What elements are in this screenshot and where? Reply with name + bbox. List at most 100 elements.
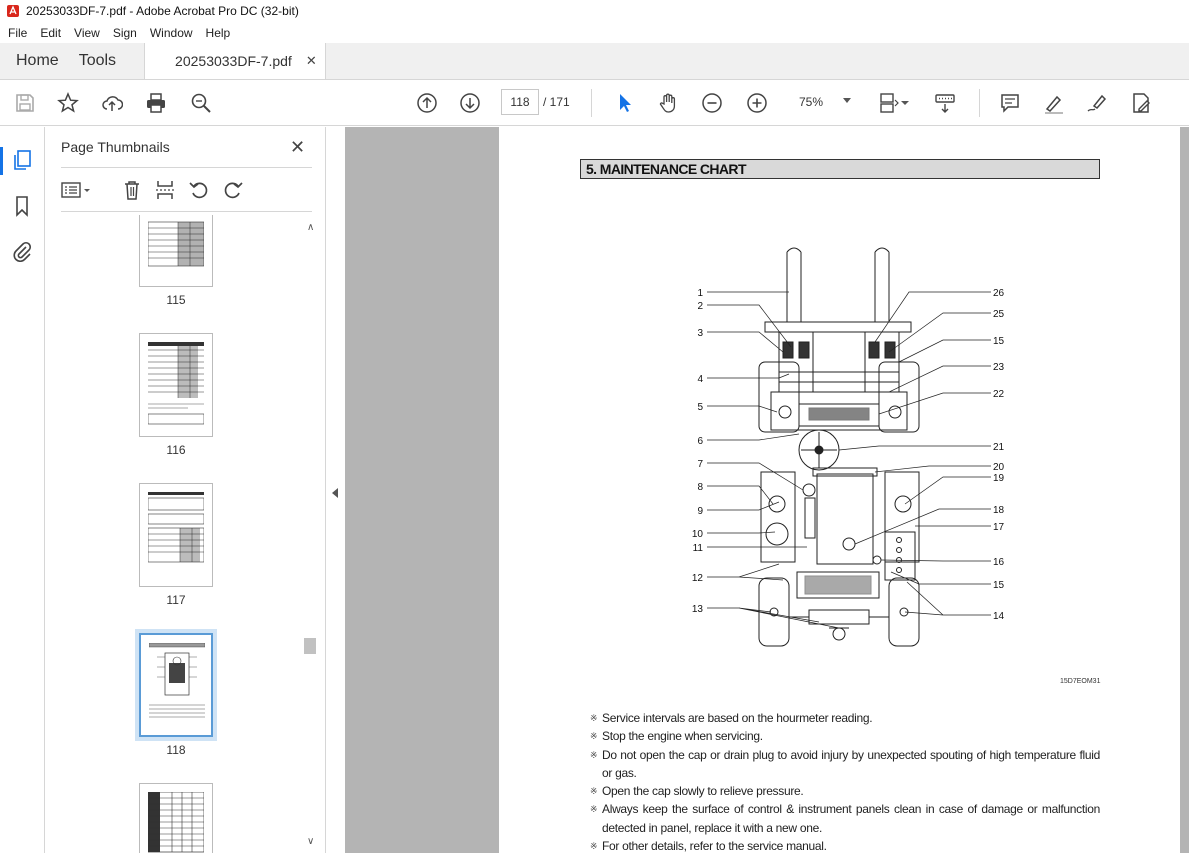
menu-file[interactable]: File — [8, 25, 28, 40]
panel-divider — [61, 211, 312, 212]
window-title: 20253033DF-7.pdf - Adobe Acrobat Pro DC … — [26, 4, 299, 18]
attachment-paperclip-icon[interactable] — [11, 240, 33, 262]
next-page-icon[interactable] — [458, 91, 482, 115]
chevron-down-icon — [843, 98, 851, 103]
sign-pen-icon[interactable] — [1085, 91, 1109, 115]
tab-home[interactable]: Home — [16, 52, 59, 69]
zoom-level-select[interactable]: 75% — [787, 89, 857, 115]
callout-label: 14 — [993, 611, 1005, 622]
chevron-down-icon[interactable]: ∨ — [307, 836, 315, 847]
page-total: / 171 — [543, 95, 570, 109]
thumbnail-label: 116 — [166, 443, 186, 457]
acrobat-icon — [7, 5, 19, 17]
notes-list: ※ Service intervals are based on the hour… — [590, 709, 1100, 853]
page-thumbnails-icon[interactable] — [11, 149, 33, 171]
callout-label: 18 — [993, 505, 1005, 516]
highlight-pen-icon[interactable] — [1042, 91, 1066, 115]
page-number-input[interactable]: 118 — [501, 89, 539, 115]
callout-label: 21 — [993, 442, 1005, 453]
note-text: For other details, refer to the service … — [602, 839, 827, 853]
thumbnail-page[interactable] — [139, 333, 213, 437]
upload-cloud-icon[interactable] — [100, 91, 124, 115]
zoom-in-icon[interactable] — [745, 91, 769, 115]
zoom-search-icon[interactable] — [189, 91, 213, 115]
note-item: ※For other details, refer to the service… — [590, 837, 1100, 853]
page-thumbnails-panel: Page Thumbnails ✕ 115 116 — [45, 127, 325, 853]
thumbnail-label: 115 — [166, 293, 186, 307]
callout-label: 19 — [993, 473, 1005, 484]
menu-sign[interactable]: Sign — [112, 25, 137, 40]
note-text: Always keep the surface of control & ins… — [602, 802, 1100, 835]
edit-pdf-icon[interactable] — [1129, 91, 1153, 115]
panel-splitter[interactable] — [325, 127, 345, 853]
toolbar-divider — [591, 89, 592, 117]
callout-label: 11 — [693, 543, 704, 554]
tab-document[interactable]: 20253033DF-7.pdf ✕ — [144, 43, 326, 79]
delete-trash-icon[interactable] — [121, 179, 143, 201]
maintenance-chart-diagram: 1 2 3 4 5 6 7 8 9 10 11 12 13 26 25 15 2… — [692, 247, 1005, 647]
note-text: Service intervals are based on the hourm… — [602, 711, 873, 725]
hand-tool-icon[interactable] — [657, 91, 681, 115]
callout-label: 8 — [697, 482, 703, 493]
rotate-clockwise-icon[interactable] — [222, 179, 244, 201]
callout-label: 5 — [697, 402, 703, 413]
select-cursor-icon[interactable] — [613, 91, 637, 115]
menu-bar: File Edit View Sign Window Help — [0, 22, 1189, 43]
toolbar-divider — [979, 89, 980, 117]
document-view[interactable]: 5. MAINTENANCE CHART — [345, 127, 1189, 853]
thumbnail-page[interactable] — [139, 215, 213, 287]
note-item: ※ Always keep the surface of control & in… — [590, 800, 1100, 837]
thumbnail-tools — [61, 175, 312, 205]
chevron-up-icon[interactable]: ∧ — [307, 222, 315, 233]
close-tab-icon[interactable]: ✕ — [305, 53, 317, 68]
callout-label: 16 — [993, 557, 1005, 568]
menu-window[interactable]: Window — [149, 25, 193, 40]
close-panel-icon[interactable]: ✕ — [290, 137, 306, 157]
comment-icon[interactable] — [998, 91, 1022, 115]
menu-edit[interactable]: Edit — [40, 25, 62, 40]
pdf-page: 5. MAINTENANCE CHART — [499, 127, 1180, 853]
thumbnail-page[interactable] — [139, 483, 213, 587]
keyboard-scroll-icon[interactable] — [933, 91, 957, 115]
rotate-counterclockwise-icon[interactable] — [188, 179, 210, 201]
callout-label: 6 — [697, 436, 703, 447]
note-item: ※Do not open the cap or drain plug to av… — [590, 746, 1100, 783]
menu-view[interactable]: View — [74, 25, 100, 40]
thumbnail-page-selected[interactable] — [139, 633, 213, 737]
note-text: Do not open the cap or drain plug to avo… — [602, 747, 1100, 780]
thumbnail-list: 115 116 117 — [61, 215, 301, 853]
left-rail — [0, 127, 45, 853]
previous-page-icon[interactable] — [415, 91, 439, 115]
callout-label: 26 — [993, 288, 1005, 299]
save-icon[interactable] — [13, 91, 37, 115]
page-fit-dropdown-icon[interactable] — [899, 91, 911, 115]
callout-label: 25 — [993, 309, 1005, 320]
thumbnail-label: 117 — [166, 593, 186, 607]
tab-tools[interactable]: Tools — [78, 52, 117, 69]
note-item: ※Stop the engine when servicing. — [590, 727, 1100, 745]
note-mark: ※ — [590, 804, 598, 815]
collapse-panel-icon[interactable] — [332, 488, 338, 498]
thumbnail-scrollbar[interactable]: ∧ ∨ — [304, 218, 318, 853]
bookmark-icon[interactable] — [11, 195, 33, 217]
zoom-level-value: 75% — [799, 95, 824, 109]
options-menu-icon[interactable] — [61, 179, 91, 201]
active-indicator — [0, 147, 3, 175]
menu-help[interactable]: Help — [205, 25, 231, 40]
panel-divider — [61, 167, 312, 168]
callout-label: 4 — [697, 374, 703, 385]
page-fit-icon[interactable] — [877, 91, 901, 115]
zoom-out-icon[interactable] — [700, 91, 724, 115]
callout-label: 1 — [697, 288, 703, 299]
print-icon[interactable] — [144, 91, 168, 115]
star-icon[interactable] — [56, 91, 80, 115]
callout-label: 13 — [692, 604, 704, 615]
note-mark: ※ — [590, 731, 598, 742]
thumbnail-page[interactable] — [139, 783, 213, 853]
page-heading: 5. MAINTENANCE CHART — [580, 159, 1100, 179]
callout-label: 22 — [993, 389, 1005, 400]
tab-document-label: 20253033DF-7.pdf — [175, 53, 292, 69]
insert-page-icon[interactable] — [154, 179, 176, 201]
callout-label: 7 — [697, 459, 703, 470]
scrollbar-thumb[interactable] — [304, 638, 316, 654]
